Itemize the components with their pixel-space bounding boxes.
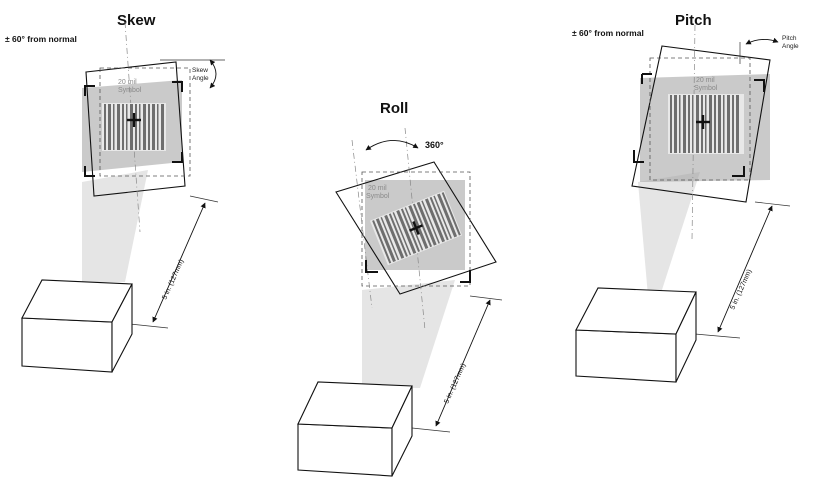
roll-distance-tick-bottom (411, 427, 451, 433)
roll-axis-secondary (351, 139, 373, 309)
skew-reader-box (21, 279, 133, 373)
roll-distance-label: 5 in. (127mm) (443, 363, 467, 405)
skew-corner-br (172, 152, 183, 163)
pitch-angle-label-line2: Angle (782, 43, 799, 50)
pitch-distance-label: 5 in. (127mm) (729, 269, 753, 311)
skew-distance-tick-top (189, 195, 219, 203)
pitch-symbol-line1: 20 mil (696, 77, 715, 84)
pitch-symbol-line2: Symbol (694, 85, 718, 92)
skew-symbol-frame (85, 61, 186, 197)
pitch-distance-tick-top (754, 201, 791, 207)
pitch-scan-beam (638, 172, 700, 296)
pitch-angle-range: ± 60° from normal (572, 28, 644, 38)
pitch-barcode (668, 94, 744, 154)
skew-corner-tl (84, 85, 95, 96)
roll-title: Roll (380, 100, 408, 117)
pitch-angle-label-line1: Pitch (782, 35, 797, 42)
skew-scan-beam (82, 170, 148, 282)
roll-corner-bl (365, 260, 378, 273)
pitch-corner-br (732, 166, 745, 177)
roll-panel: Roll 360° (297, 100, 503, 477)
roll-barcode (369, 190, 463, 266)
roll-corner-br (460, 270, 471, 283)
roll-distance-arrow (435, 299, 491, 427)
skew-symbol-line2: Symbol (118, 87, 142, 94)
roll-reader-box (297, 381, 413, 477)
pitch-corner-tl (641, 73, 652, 84)
pitch-distance-tick-bottom (694, 333, 741, 339)
skew-angle-arc (209, 59, 217, 89)
skew-angle-label-line1: Skew (192, 67, 208, 74)
skew-distance-label: 5 in. (127mm) (161, 259, 185, 301)
skew-corner-tr (172, 81, 183, 92)
pitch-corner-tr (754, 79, 765, 92)
roll-distance-tick-top (469, 295, 503, 301)
pitch-reader-box (575, 287, 697, 383)
skew-distance-tick-bottom (129, 323, 169, 329)
roll-rotation-label: 360° (425, 140, 444, 150)
skew-symbol-line1: 20 mil (118, 79, 137, 86)
roll-scan-beam (362, 280, 455, 388)
skew-distance-arrow (152, 202, 206, 323)
pitch-symbol-frame (631, 45, 771, 203)
pitch-panel: Pitch ± 60° from normal (572, 12, 799, 383)
roll-rotation-arc (365, 140, 419, 151)
pitch-corner-bl (633, 150, 644, 163)
skew-panel: Skew ± 60° from normal (5, 12, 225, 373)
roll-symbol-frame (335, 161, 497, 295)
roll-symbol-line2: Symbol (366, 193, 390, 200)
roll-symbol-line1: 20 mil (368, 185, 387, 192)
skew-barcode (102, 103, 166, 151)
skew-title: Skew (117, 12, 156, 29)
skew-corner-bl (84, 166, 95, 177)
pitch-normal-frame (649, 57, 751, 181)
skew-normal-frame (99, 67, 191, 177)
skew-angle-label-line2: Angle (192, 75, 209, 82)
pitch-title: Pitch (675, 12, 712, 29)
roll-axis (404, 127, 426, 331)
roll-normal-frame (361, 171, 471, 287)
pitch-angle-arc (745, 37, 779, 45)
skew-angle-range: ± 60° from normal (5, 34, 77, 44)
pitch-distance-arrow (717, 205, 773, 333)
